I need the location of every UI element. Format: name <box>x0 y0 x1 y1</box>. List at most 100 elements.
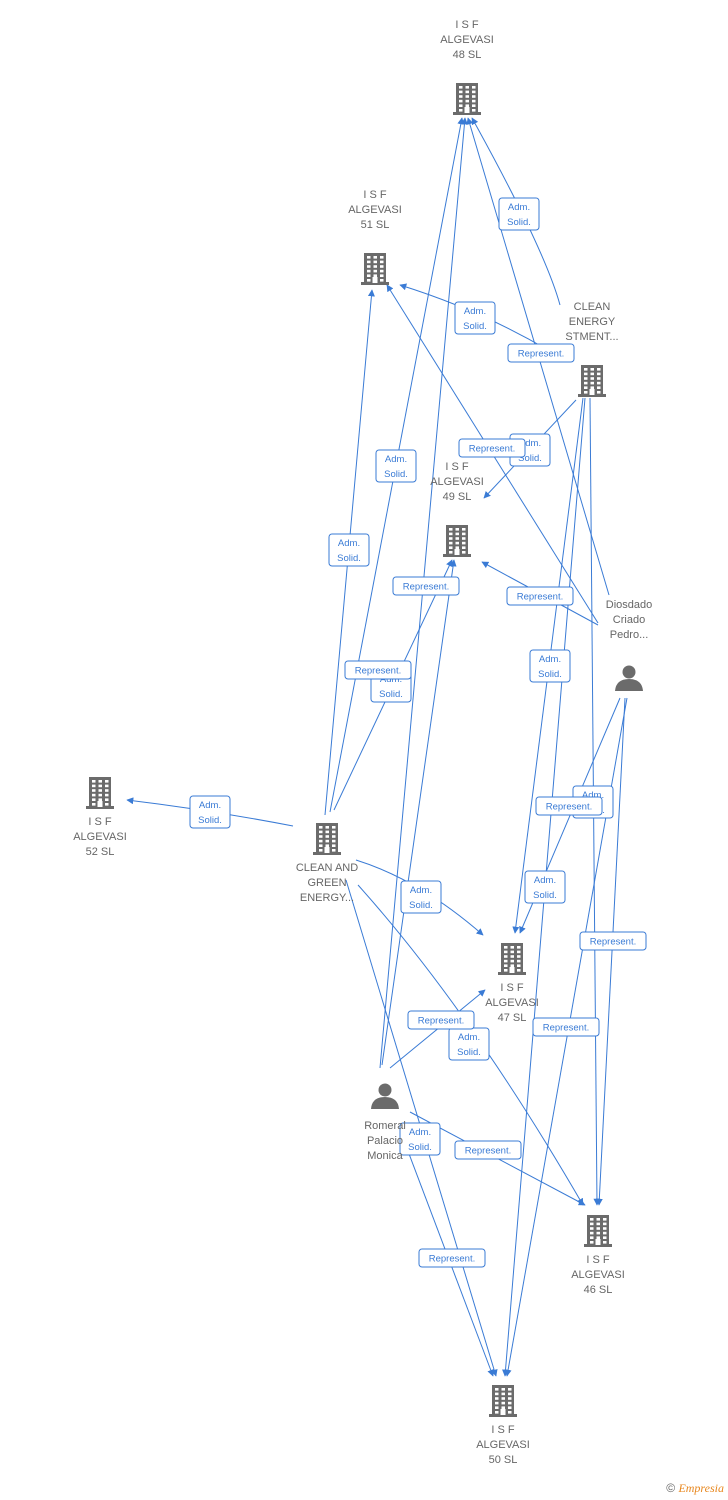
edge-label-text: Represent. <box>546 802 592 813</box>
edge-label-text: Represent. <box>590 937 636 948</box>
node-label: ALGEVASI <box>476 1439 530 1451</box>
edge-label[interactable]: Adm. Solid. <box>448 1027 490 1061</box>
building-icon <box>443 525 471 557</box>
person-icon <box>371 1083 399 1109</box>
node-label: 46 SL <box>584 1284 613 1296</box>
edge-label-text: Represent. <box>465 1146 511 1157</box>
edges-layer <box>126 117 628 1377</box>
edge-label-text: Solid. <box>533 890 557 901</box>
building-icon <box>498 943 526 975</box>
node-label: I S F <box>445 461 469 473</box>
edge-label-text: Solid. <box>463 321 487 332</box>
edge-label-text: Represent. <box>403 582 449 593</box>
edge-label-text: Adm. <box>458 1032 480 1043</box>
edge-label[interactable]: Represent. <box>535 796 603 816</box>
node-clean_green[interactable]: CLEAN ANDGREENENERGY... <box>296 823 358 904</box>
node-label: Diosdado <box>606 599 652 611</box>
building-icon <box>578 365 606 397</box>
edge-label[interactable]: Adm.Solid. <box>399 1122 441 1156</box>
node-diosdado[interactable]: DiosdadoCriadoPedro... <box>606 599 652 691</box>
node-label: I S F <box>88 816 112 828</box>
edge-label-text: Represent. <box>355 666 401 677</box>
building-icon <box>313 823 341 855</box>
node-label: STMENT... <box>565 331 618 343</box>
edge-label[interactable]: Adm.Solid. <box>454 301 496 335</box>
edge-label[interactable]: Adm.Solid. <box>189 795 231 829</box>
building-icon <box>453 83 481 115</box>
edge-label[interactable]: Represent. <box>407 1010 475 1030</box>
edge-label-text: Represent. <box>429 1254 475 1265</box>
edge-label-text: Solid. <box>538 669 562 680</box>
edge-label-text: Adm. <box>385 454 407 465</box>
edge-label-text: Represent. <box>517 592 563 603</box>
building-icon <box>86 777 114 809</box>
node-label: 49 SL <box>443 491 472 503</box>
edge-diosdado-to-isf46 <box>595 697 626 1206</box>
edge-label[interactable]: Represent. <box>454 1140 522 1160</box>
edge-label[interactable]: Adm.Solid. <box>529 649 571 683</box>
edge-label[interactable]: Represent. <box>506 586 574 606</box>
person-icon <box>615 665 643 691</box>
edge-label-text: Adm. <box>508 202 530 213</box>
copyright-symbol: © <box>666 1481 676 1495</box>
building-icon <box>361 253 389 285</box>
node-label: ALGEVASI <box>348 204 402 216</box>
footer-brand: © Empresia <box>666 1481 724 1496</box>
edge-label[interactable]: Represent. <box>392 576 460 596</box>
node-label: I S F <box>455 19 479 31</box>
node-label: Criado <box>613 614 645 626</box>
node-label: ALGEVASI <box>430 476 484 488</box>
edge-label-text: Solid. <box>507 217 531 228</box>
edge-label-text: Solid. <box>457 1047 481 1058</box>
edge-label-text: Represent. <box>543 1023 589 1034</box>
node-label: 52 SL <box>86 846 115 858</box>
edge-label-text: Represent. <box>418 1016 464 1027</box>
edge-label[interactable]: Represent. <box>507 343 575 363</box>
edge-label[interactable]: Represent. <box>418 1248 486 1268</box>
edge-clean_inv-to-isf48 <box>471 117 561 306</box>
edge-label[interactable]: Represent. <box>532 1017 600 1037</box>
node-label: Monica <box>367 1150 403 1162</box>
brand-logo[interactable]: Empresia <box>678 1481 724 1495</box>
node-label: GREEN <box>307 877 346 889</box>
edge-label-text: Represent. <box>518 349 564 360</box>
node-label: ENERGY... <box>300 892 354 904</box>
edge-label-text: Solid. <box>384 469 408 480</box>
edge-label[interactable]: Represent. <box>458 438 526 458</box>
edge-label-text: Solid. <box>337 553 361 564</box>
node-label: 51 SL <box>361 219 390 231</box>
node-label: ALGEVASI <box>440 34 494 46</box>
node-clean_inv[interactable]: CLEANENERGYSTMENT... <box>565 301 619 397</box>
edge-label[interactable]: Represent. <box>344 660 412 680</box>
edge-label[interactable]: Represent. <box>579 931 647 951</box>
node-label: I S F <box>586 1254 610 1266</box>
node-label: ALGEVASI <box>485 997 539 1009</box>
edge-label[interactable]: Adm.Solid. <box>400 880 442 914</box>
edge-label-text: Adm. <box>410 885 432 896</box>
node-label: I S F <box>500 982 524 994</box>
edge-label-text: Adm. <box>409 1127 431 1138</box>
node-label: Pedro... <box>610 629 649 641</box>
building-icon <box>489 1385 517 1417</box>
edge-label[interactable]: Adm. Solid. <box>375 449 417 483</box>
edge-label[interactable]: Adm.Solid. <box>524 870 566 904</box>
node-isf49[interactable]: I S F ALGEVASI 49 SL <box>430 461 484 557</box>
edge-romeral-to-isf49 <box>381 559 457 1066</box>
edge-label-text: Adm. <box>199 800 221 811</box>
edge-label-text: Adm. <box>519 438 541 449</box>
node-label: ENERGY <box>569 316 616 328</box>
edge-label[interactable]: Adm. Solid. <box>328 533 370 567</box>
edge-label-text: Adm. <box>338 538 360 549</box>
node-label: Romeral <box>364 1120 406 1132</box>
edge-label-text: Solid. <box>379 689 403 700</box>
edge-label[interactable]: Adm. Solid. <box>498 197 540 231</box>
